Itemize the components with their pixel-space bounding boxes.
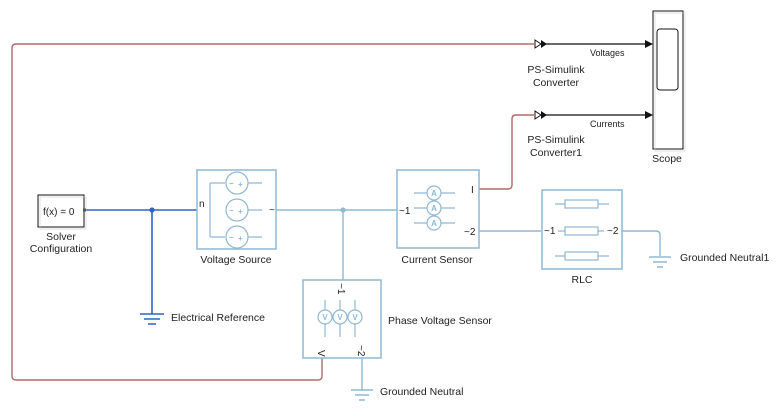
ground-icon — [649, 256, 671, 268]
wire-voltage-ps-signal[interactable] — [11, 43, 534, 381]
voltmeter-glyph: V — [352, 313, 358, 322]
grounded-neutral1-label: Grounded Neutral1 — [680, 252, 769, 264]
arrowhead-icon — [645, 111, 653, 119]
junction-dot — [149, 207, 155, 213]
port-n: n — [199, 199, 205, 210]
solver-expression: f(x) = 0 — [43, 207, 75, 218]
current-sensor-block[interactable]: A A A ~1 I ~2 — [396, 169, 480, 249]
ps-input-port-icon — [534, 110, 542, 120]
ammeter-leads — [414, 192, 455, 224]
wire-rlc-to-ground1[interactable] — [622, 230, 661, 256]
ps-converter-label-line1: PS-Simulink — [527, 64, 585, 76]
ac-source-icon — [225, 171, 249, 195]
resistor-leads — [555, 203, 609, 257]
ps-converter-label-line2: Converter — [533, 77, 580, 89]
ps-simulink-converter1-block[interactable] — [534, 110, 547, 120]
voltmeter-leads — [324, 300, 356, 337]
port-2: ~2 — [464, 227, 476, 238]
resistor-icon — [564, 226, 599, 236]
rlc-label: RLC — [571, 274, 592, 286]
signal-label-voltages: Voltages — [590, 48, 625, 58]
scope-block[interactable] — [652, 10, 686, 152]
current-sensor-label: Current Sensor — [401, 254, 473, 266]
grounded-neutral-label: Grounded Neutral — [380, 386, 463, 398]
plus-icon: + — [238, 207, 243, 216]
ground-icon — [140, 313, 164, 325]
ammeter-icon — [426, 215, 442, 231]
plus-icon: + — [238, 180, 243, 189]
minus-icon: − — [229, 179, 234, 188]
phase-voltage-sensor-label: Phase Voltage Sensor — [388, 315, 492, 327]
ammeter-glyph: A — [431, 204, 437, 213]
voltmeter-icon — [332, 309, 348, 325]
port-out: ~ — [269, 205, 275, 216]
voltmeter-icon — [317, 309, 333, 325]
solver-configuration-block[interactable]: f(x) = 0 — [37, 194, 87, 230]
ac-source-icon — [225, 198, 249, 222]
port-1: ~1 — [335, 283, 346, 295]
grounded-neutral-block[interactable] — [351, 389, 373, 401]
ps-simulink-converter-block[interactable] — [534, 39, 547, 49]
junction-dot — [340, 207, 346, 213]
ammeter-glyph: A — [431, 189, 437, 198]
voltage-source-block[interactable]: − + − + − + n ~ — [196, 169, 277, 250]
signal-label-currents: Currents — [590, 119, 625, 129]
resistor-icon — [564, 199, 599, 209]
electrical-reference-block[interactable] — [140, 313, 164, 325]
solver-port — [83, 208, 86, 212]
ps-converter1-label-line2: Converter1 — [530, 147, 582, 159]
port-2: ~2 — [607, 226, 619, 237]
solver-label-line1: Solver — [46, 231, 76, 243]
simulink-output-port-icon — [541, 111, 547, 119]
ps-input-port-icon — [534, 39, 542, 49]
minus-icon: − — [229, 206, 234, 215]
voltage-source-label: Voltage Source — [200, 254, 271, 266]
scope-label: Scope — [652, 153, 682, 165]
electrical-reference-label: Electrical Reference — [171, 312, 265, 324]
grounded-neutral1-block[interactable] — [649, 256, 671, 268]
wire-current-ps-signal[interactable] — [479, 114, 534, 190]
phase-voltage-sensor-block[interactable]: V V V ~1 ~2 V — [302, 279, 382, 359]
port-2: ~2 — [355, 345, 366, 357]
solver-label-line2: Configuration — [30, 243, 93, 255]
voltmeter-glyph: V — [337, 313, 343, 322]
minus-icon: − — [229, 233, 234, 242]
scope-screen-icon — [656, 28, 679, 91]
resistor-icon — [564, 251, 599, 261]
ammeter-glyph: A — [431, 219, 437, 228]
port-v: V — [315, 350, 326, 357]
ammeter-icon — [426, 185, 442, 201]
ground-icon — [351, 389, 373, 401]
rlc-block[interactable]: ~1 ~2 — [541, 189, 623, 270]
port-i: I — [471, 185, 474, 196]
port-1: ~1 — [544, 226, 556, 237]
ac-source-icon — [225, 225, 249, 249]
ammeter-icon — [426, 200, 442, 216]
arrowhead-icon — [645, 40, 653, 48]
ps-converter1-label-line1: PS-Simulink — [527, 134, 585, 146]
voltage-source-wiring — [209, 182, 262, 238]
simulink-output-port-icon — [541, 40, 547, 48]
plus-icon: + — [238, 234, 243, 243]
voltmeter-glyph: V — [322, 313, 328, 322]
voltmeter-icon — [347, 309, 363, 325]
port-1: ~1 — [399, 206, 411, 217]
